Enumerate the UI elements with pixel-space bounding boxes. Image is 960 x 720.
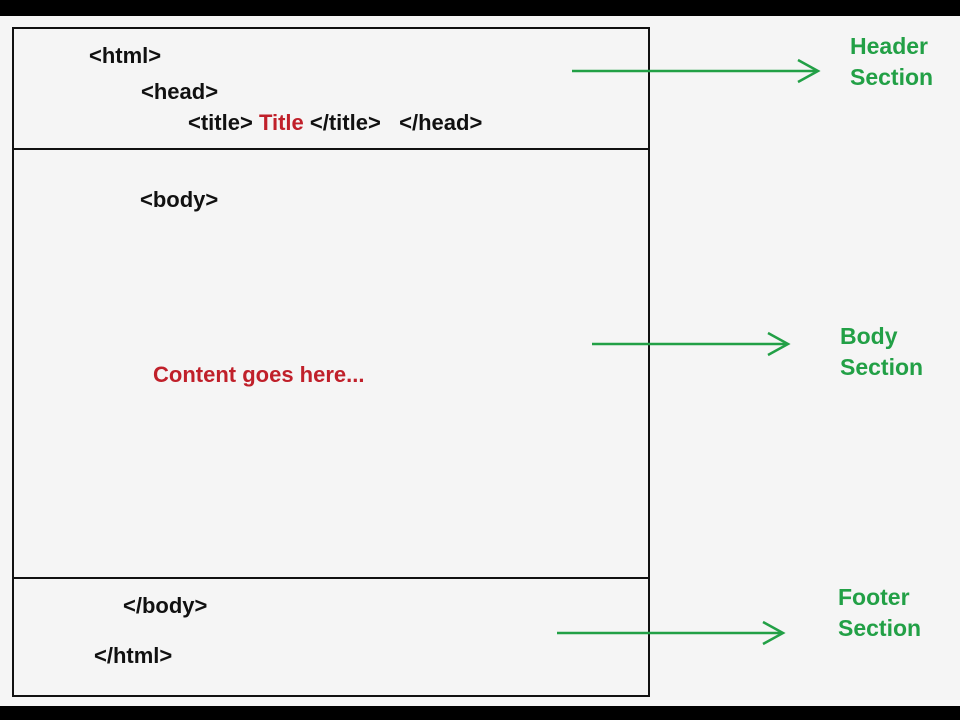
- diagram-canvas: <html> <head> <title> Title </title> </h…: [0, 16, 960, 706]
- content-placeholder: Content goes here...: [153, 362, 365, 387]
- header-body-divider: [14, 148, 648, 150]
- title-open-tag: <title>: [188, 110, 253, 135]
- html-close-tag: </html>: [94, 643, 173, 668]
- document-structure-box: [12, 27, 650, 697]
- header-arrow-icon: [572, 58, 821, 84]
- body-arrow-icon: [592, 331, 791, 357]
- footer-section-label: Footer Section: [838, 584, 922, 641]
- header-section-label: Header Section: [850, 33, 934, 90]
- body-close-tag: </body>: [123, 593, 208, 618]
- html-open-tag: <html>: [89, 43, 162, 68]
- title-close-tag: </title>: [309, 110, 381, 135]
- head-open-tag: <head>: [141, 79, 219, 104]
- title-text: Title: [258, 110, 304, 135]
- footer-arrow-icon: [557, 620, 786, 646]
- body-footer-divider: [14, 577, 648, 579]
- body-open-tag: <body>: [140, 187, 219, 212]
- body-section-label: Body Section: [840, 323, 924, 380]
- title-line: <title> Title </title> </head>: [188, 110, 482, 136]
- head-close-tag: </head>: [399, 110, 483, 135]
